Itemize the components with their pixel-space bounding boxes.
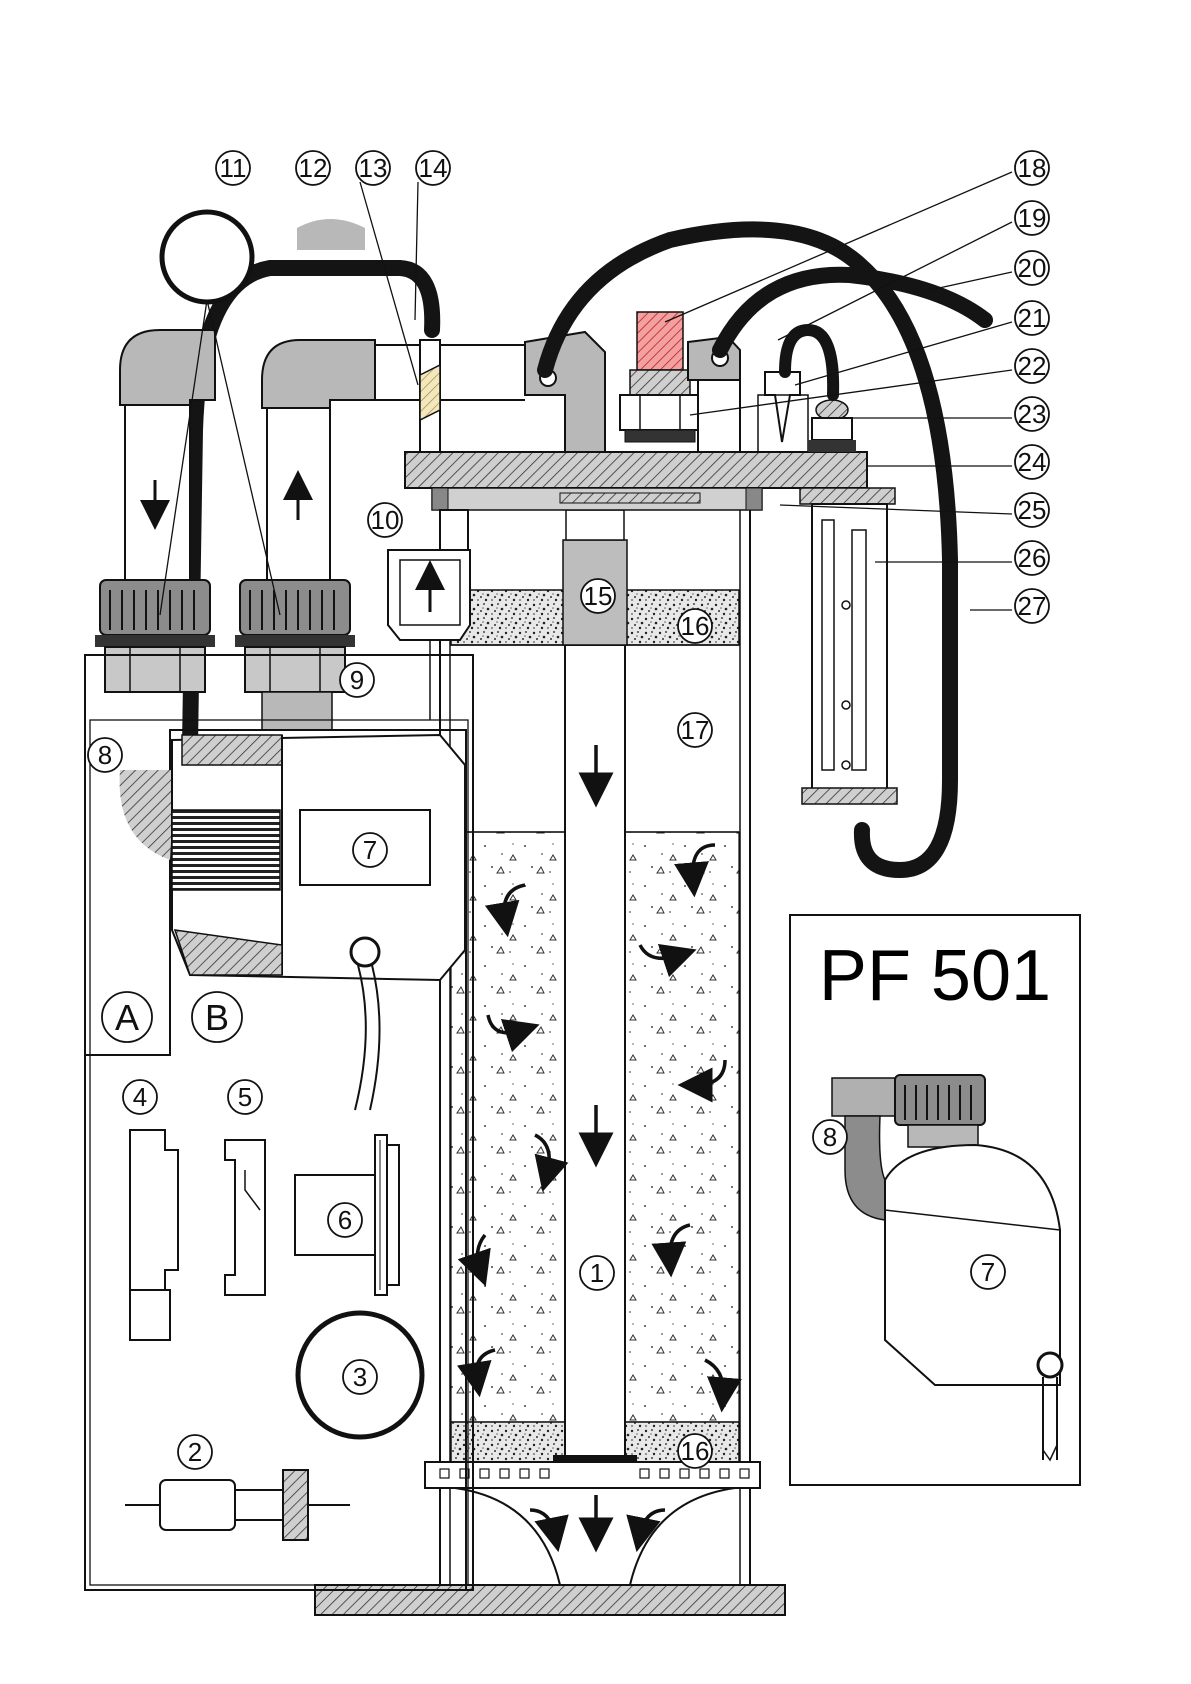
- callout-6: 6: [338, 1205, 352, 1235]
- perforated-plate: [425, 1462, 760, 1488]
- callout-19: 19: [1018, 203, 1047, 233]
- spare-parts: [125, 1130, 422, 1540]
- model-label: PF 501: [819, 936, 1051, 1016]
- inset-pf501: PF 501: [790, 915, 1080, 1485]
- callout-11: 11: [220, 153, 247, 183]
- callout-25: 25: [1018, 495, 1047, 525]
- callout-26: 26: [1018, 543, 1047, 573]
- callout-1: 1: [590, 1258, 604, 1288]
- pump-grille: [172, 810, 280, 890]
- callout-18: 18: [1018, 153, 1047, 183]
- callout-4: 4: [133, 1082, 147, 1112]
- section-label-a: A: [115, 997, 139, 1038]
- callout-17: 17: [681, 715, 710, 745]
- callout-20: 20: [1018, 253, 1047, 283]
- callout-21: 21: [1018, 303, 1047, 333]
- inset-callout-8: 8: [823, 1122, 837, 1152]
- callout-12: 12: [299, 153, 328, 183]
- callout-7: 7: [363, 835, 377, 865]
- lid: [405, 452, 867, 510]
- callout-2: 2: [188, 1437, 202, 1467]
- callout-16-top: 16: [681, 611, 710, 641]
- callout-14: 14: [419, 153, 448, 183]
- callout-9: 9: [350, 665, 364, 695]
- pump-main: [120, 735, 465, 1110]
- callout-10: 10: [371, 505, 400, 535]
- red-cap: [637, 312, 683, 370]
- callout-23: 23: [1018, 399, 1047, 429]
- reactor-column: [315, 480, 785, 1615]
- o-ring-11: [162, 212, 252, 302]
- callout-15: 15: [584, 581, 613, 611]
- flowmeter: [800, 488, 897, 804]
- cap-12: [297, 219, 365, 250]
- callout-27: 27: [1018, 591, 1047, 621]
- lid-plate: [405, 452, 867, 488]
- section-label-b: B: [205, 997, 229, 1038]
- callout-8: 8: [98, 740, 112, 770]
- callout-22: 22: [1018, 351, 1047, 381]
- inset-callout-7: 7: [981, 1257, 995, 1287]
- union-nut-left: [95, 580, 215, 692]
- callout-13: 13: [359, 153, 388, 183]
- callout-16-bottom: 16: [681, 1436, 710, 1466]
- callout-5: 5: [238, 1082, 252, 1112]
- callout-24: 24: [1018, 447, 1047, 477]
- callout-3: 3: [353, 1362, 367, 1392]
